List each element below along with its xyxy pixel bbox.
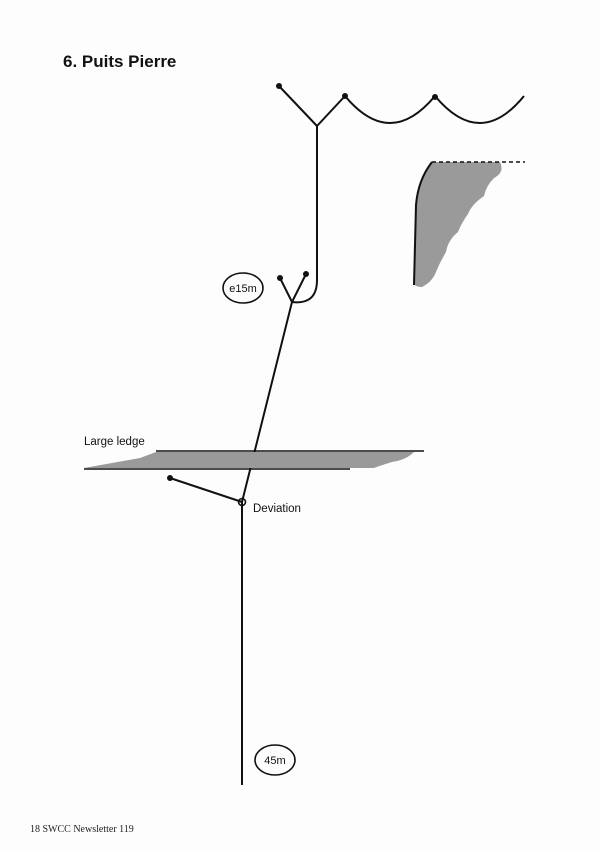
depth-marker-45m: 45m bbox=[264, 755, 285, 767]
depth-marker-ellipse bbox=[222, 272, 264, 304]
anchor-bolt bbox=[167, 475, 173, 481]
deviation-label: Deviation bbox=[253, 503, 301, 515]
ledge-rock-fill bbox=[84, 452, 414, 468]
rope-first-drop bbox=[291, 126, 318, 304]
anchor-traverse-rope bbox=[278, 85, 525, 127]
large-ledge-label: Large ledge bbox=[84, 436, 145, 448]
deviation-cord bbox=[169, 477, 243, 503]
anchor-bolt bbox=[276, 83, 282, 89]
rebelay-y-hang bbox=[279, 273, 307, 305]
anchor-bolt bbox=[303, 271, 309, 277]
anchor-bolt bbox=[432, 94, 438, 100]
page-title: 6. Puits Pierre bbox=[63, 52, 177, 71]
rock-wall-edge bbox=[413, 161, 433, 286]
depth-marker-ellipse bbox=[254, 744, 296, 776]
rope-diagonal bbox=[241, 301, 293, 503]
depth-marker-e15m: e15m bbox=[229, 283, 257, 295]
page-footer: 18 SWCC Newsletter 119 bbox=[30, 824, 134, 835]
anchor-bolt bbox=[342, 93, 348, 99]
rock-wall-profile bbox=[414, 162, 502, 287]
anchor-bolt bbox=[277, 275, 283, 281]
